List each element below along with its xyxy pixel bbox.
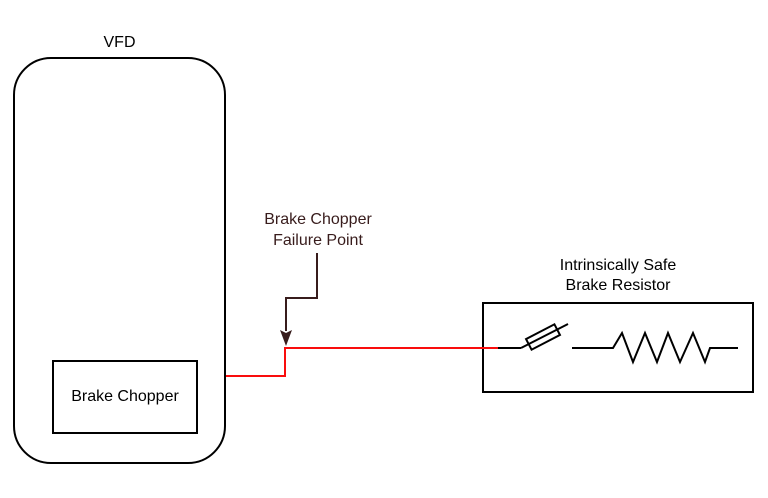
brake-chopper-box: Brake Chopper — [52, 360, 198, 434]
brake-resistor-box — [482, 302, 754, 393]
brake-chopper-label: Brake Chopper — [71, 388, 179, 405]
failure-point-leader-path — [285, 253, 318, 331]
failure-point-leader — [285, 253, 318, 331]
failure-point-label: Brake Chopper Failure Point — [264, 211, 372, 249]
down-arrowhead-icon — [280, 330, 292, 346]
dc-wire-path — [226, 347, 498, 377]
vfd-label: VFD — [103, 34, 136, 51]
brake-resistor-label: Intrinsically Safe Brake Resistor — [559, 257, 677, 294]
dc-wire — [226, 347, 498, 377]
vfd-box — [13, 57, 226, 464]
